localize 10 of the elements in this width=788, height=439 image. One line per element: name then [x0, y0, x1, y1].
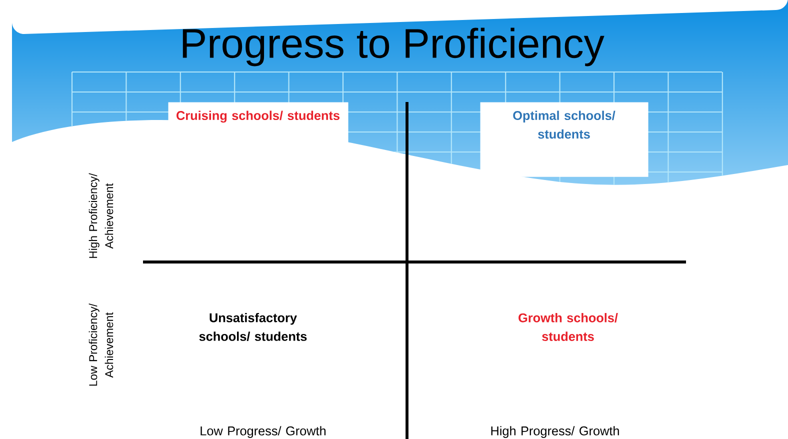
axis-label: Low Progress/ Growth — [200, 426, 326, 438]
quadrant-box: Cruising schools/ students — [168, 102, 348, 150]
quadrant-box: Optimal schools/ students — [480, 102, 648, 177]
node-label: Cruising schools/ students — [176, 110, 340, 123]
quadrant-label: Growth schools/ students — [518, 313, 618, 341]
quadrant-label: Unsatisfactory schools/ students — [199, 312, 307, 342]
axis-label: High Progress/ Growth — [491, 426, 619, 438]
axis-label: Low Proficiency/ Achievement — [88, 303, 114, 386]
title: Progress to Proficiency — [182, 28, 604, 66]
axis-label: High Proficiency/ Achievement — [88, 173, 114, 258]
